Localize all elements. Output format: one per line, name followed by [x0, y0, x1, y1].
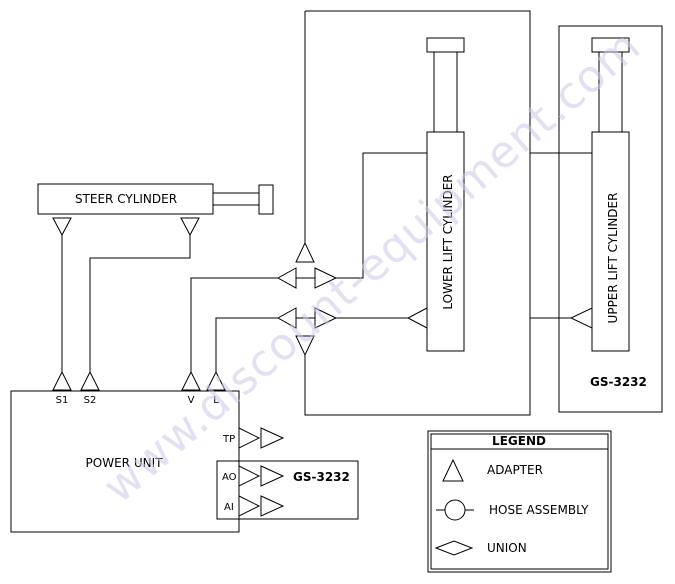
manifold-adapters — [276, 241, 338, 357]
upper-model-box — [558, 25, 663, 413]
lower-lift-cylinder-label: LOWER LIFT CYLINDER — [441, 174, 455, 309]
legend-adapter-symbol — [442, 458, 464, 482]
port-s2-label: S2 — [84, 395, 97, 406]
port-s2-adapter — [80, 370, 100, 391]
port-tp-label: TP — [222, 434, 235, 445]
hose-v — [190, 277, 278, 372]
port-ao-adapter-outer — [260, 465, 285, 487]
port-l-label: L — [213, 395, 219, 406]
lower-lift-port-adapter — [406, 307, 428, 329]
port-v-adapter — [181, 370, 201, 391]
lower-lift-cylinder: LOWER LIFT CYLINDER — [426, 37, 465, 352]
port-tp-adapter-inner — [238, 427, 261, 449]
port-ai-adapter-inner — [238, 495, 261, 517]
port-v-label: V — [188, 395, 195, 406]
legend: LEGEND ADAPTER HOSE ASSEMBLY UNION — [427, 430, 612, 573]
steer-cylinder-label: STEER CYLINDER — [75, 192, 177, 206]
port-s1-adapter — [52, 370, 72, 391]
legend-item-hose-assembly: HOSE ASSEMBLY — [489, 503, 589, 517]
port-tp-adapter-outer — [260, 427, 285, 449]
port-l-adapter — [206, 370, 226, 391]
lower-model-box — [216, 460, 359, 520]
hose-l — [215, 317, 278, 372]
hose-lower-lift-top — [336, 152, 427, 279]
legend-union-symbol — [434, 540, 474, 556]
lower-model-label: GS-3232 — [293, 470, 350, 484]
port-ai-label: AI — [224, 502, 234, 513]
power-unit-label: POWER UNIT — [86, 456, 164, 470]
hose-steer-s2 — [89, 235, 191, 372]
manifold-top-adapter — [295, 241, 315, 263]
legend-title: LEGEND — [492, 434, 546, 448]
upper-lift-port-adapter — [569, 307, 593, 329]
legend-hose-symbol — [444, 499, 466, 521]
legend-item-union: UNION — [487, 541, 527, 555]
steer-port-left-adapter — [52, 217, 72, 237]
upper-lift-cylinder: UPPER LIFT CYLINDER — [591, 37, 630, 352]
lift-frame-outline — [304, 10, 531, 416]
power-unit-box — [10, 390, 240, 533]
port-s1-label: S1 — [56, 395, 69, 406]
upper-model-label: GS-3232 — [590, 375, 647, 389]
manifold-upper-left-adapter — [276, 267, 297, 289]
port-ao-adapter-inner — [238, 465, 261, 487]
steer-port-right-adapter — [180, 217, 200, 237]
port-ai-adapter-outer — [260, 495, 285, 517]
port-ao-label: AO — [222, 472, 237, 483]
steer-cylinder: STEER CYLINDER — [37, 183, 274, 215]
legend-item-adapter: ADAPTER — [487, 463, 543, 477]
upper-lift-cylinder-label: UPPER LIFT CYLINDER — [606, 193, 620, 324]
watermark: www.discount-equipment.com — [94, 20, 651, 513]
manifold-bottom-adapter — [295, 335, 315, 357]
